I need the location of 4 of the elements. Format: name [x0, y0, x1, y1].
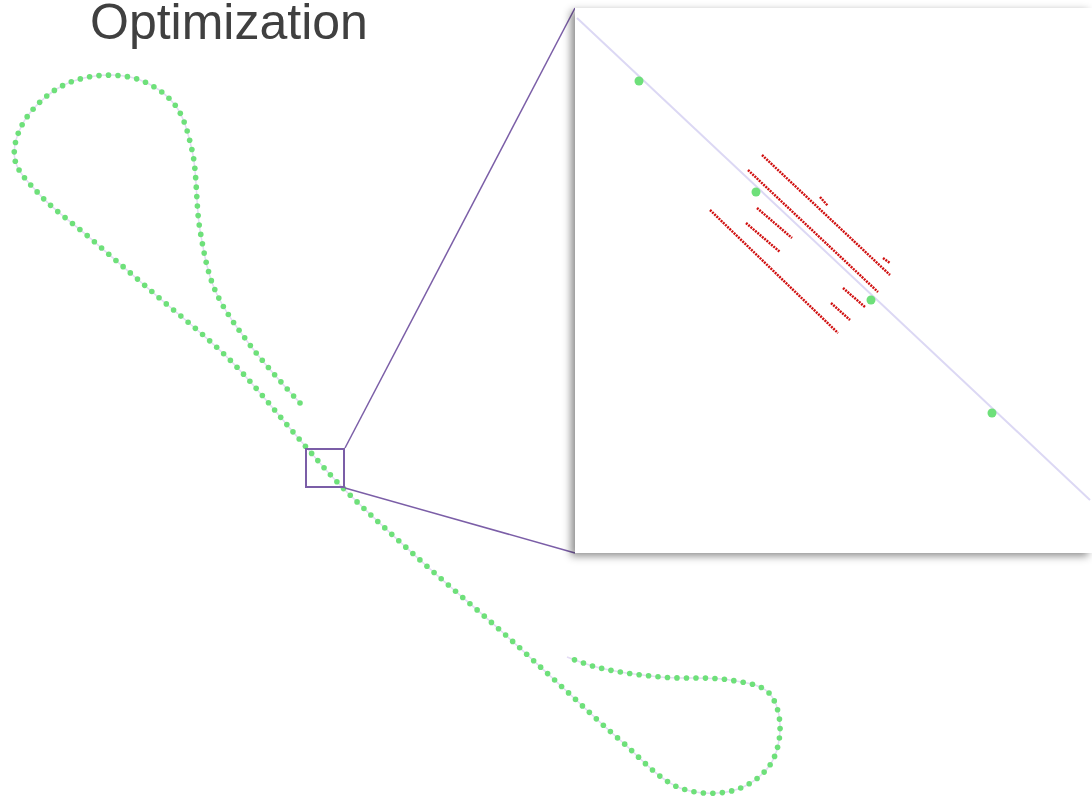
zoom-box	[305, 448, 345, 488]
zoom-connector-line	[344, 487, 576, 554]
zoom-connector-line	[344, 7, 576, 449]
title: Optimization	[90, 0, 368, 50]
